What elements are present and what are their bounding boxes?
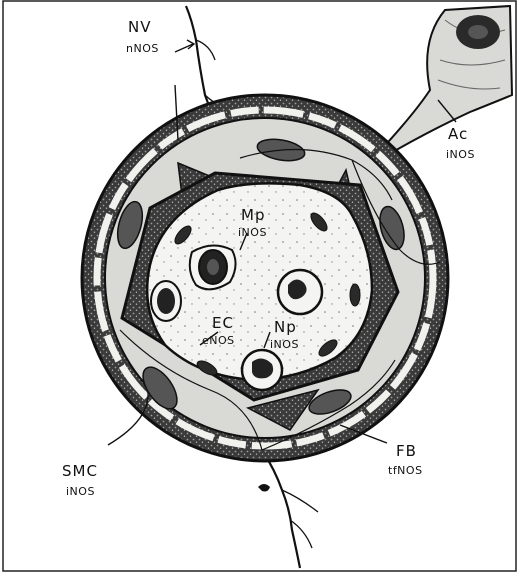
label-ec: EC — [212, 314, 234, 332]
label-nv: NV — [128, 18, 151, 36]
label-fb: FB — [396, 442, 417, 460]
leukocyte-left — [151, 281, 181, 321]
leukocyte-bottom — [242, 350, 282, 390]
label-np-enzyme: iNOS — [270, 338, 299, 351]
label-smc-enzyme: iNOS — [66, 485, 95, 498]
label-ac-enzyme: iNOS — [446, 148, 475, 161]
neutrophil-cell — [278, 270, 322, 314]
macrophage-cell — [190, 245, 236, 289]
label-fb-enzyme: tfNOS — [388, 464, 423, 477]
label-ac: Ac — [448, 125, 468, 143]
label-smc: SMC — [62, 462, 98, 480]
label-mp: Mp — [241, 206, 265, 224]
label-np: Np — [274, 318, 297, 336]
label-nv-enzyme: nNOS — [126, 42, 159, 55]
label-ec-enzyme: eNOS — [202, 334, 235, 347]
label-mp-enzyme: iNOS — [238, 226, 267, 239]
